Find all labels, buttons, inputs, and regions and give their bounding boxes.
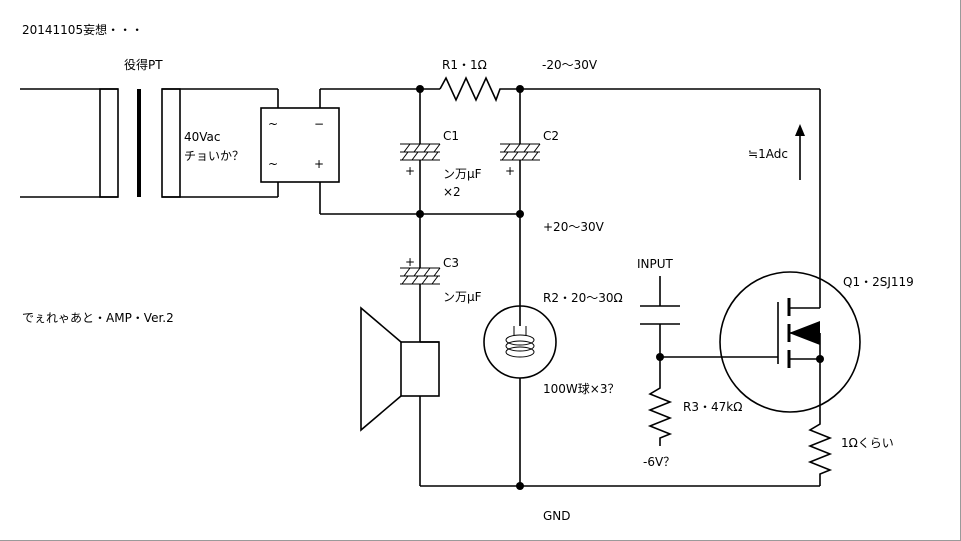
capacitor-c1: C1 + ン万μF ×2 — [400, 89, 482, 214]
circuit-name: でぇれゃあと・AMP・Ver.2 — [22, 311, 174, 325]
source-resistor: 1Ωくらい — [807, 418, 894, 486]
q1-label: Q1・2SJ119 — [843, 275, 914, 289]
capacitor-c2: C2 + — [500, 89, 559, 214]
input-stage: INPUT R3・47kΩ -6V？ — [637, 257, 778, 469]
c2-label: C2 — [543, 129, 559, 143]
neg-rail-label: -20～30V — [542, 58, 598, 72]
c2-polarity: + — [505, 164, 515, 178]
transformer-label: 役得PT — [124, 57, 163, 72]
r1-label: R1・1Ω — [442, 58, 487, 72]
source-resistor-label: 1Ωくらい — [841, 436, 894, 450]
input-label: INPUT — [637, 257, 674, 271]
c3-label: C3 — [443, 256, 459, 270]
bridge-rectifier: ~ ~ − + — [260, 89, 340, 214]
rectifier-ac-terminal-1: ~ — [268, 117, 278, 131]
rectifier-negative-terminal: − — [314, 117, 324, 131]
mosfet-q1: Q1・2SJ119 — [719, 89, 914, 418]
lamp-label: 100W球×3？ — [543, 382, 619, 396]
bulb-r2: R2・20～30Ω 100W球×3？ — [483, 214, 623, 486]
c1-label: C1 — [443, 129, 459, 143]
rectifier-ac-terminal-2: ~ — [268, 157, 278, 171]
bias-voltage-label: -6V？ — [643, 455, 675, 469]
r3-label: R3・47kΩ — [683, 400, 742, 414]
c3-value: ン万μF — [443, 290, 482, 304]
ground-label: GND — [543, 509, 571, 523]
diagram-title: 20141105妄想・・・ — [22, 22, 143, 37]
transformer-primary-coil — [99, 88, 119, 198]
junction-dots — [416, 85, 824, 490]
transformer-voltage-label: 40Vac — [184, 130, 221, 144]
c1-polarity: + — [405, 164, 415, 178]
speaker — [360, 306, 440, 486]
transformer-secondary-coil — [161, 88, 181, 198]
c1-count: ×2 — [443, 185, 461, 199]
r3-resistor — [647, 380, 673, 446]
r2-label: R2・20～30Ω — [543, 291, 623, 305]
current-arrow: ≒1Adc — [748, 124, 805, 180]
pos-rail-label: +20～30V — [543, 220, 605, 234]
current-label: ≒1Adc — [748, 147, 788, 161]
capacitor-c3: C3 + ン万μF — [400, 214, 482, 342]
c1-value: ン万μF — [443, 167, 482, 181]
transformer-note-label: チョいか？ — [184, 149, 244, 163]
r1-resistor — [439, 76, 520, 103]
rectifier-positive-terminal: + — [314, 157, 324, 171]
power-transformer: 役得PT 40Vac チョいか？ — [20, 57, 279, 198]
c3-polarity: + — [405, 255, 415, 269]
